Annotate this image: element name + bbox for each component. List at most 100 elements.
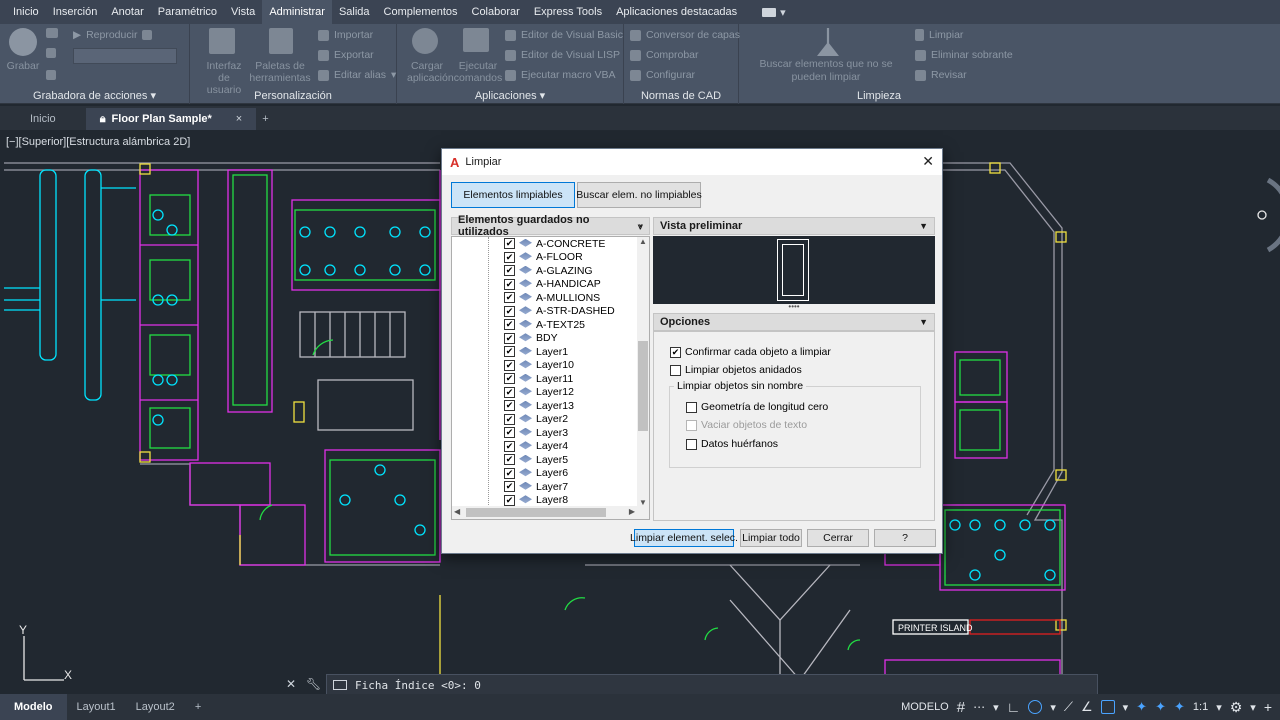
item-checkbox[interactable]: ✔ (504, 332, 515, 344)
layout-tab-layout2[interactable]: Layout2 (135, 701, 175, 713)
scale-dropdown-icon[interactable]: ▾ (1216, 701, 1222, 714)
list-item[interactable]: ✔A-STR-DASHED (504, 305, 615, 319)
list-item[interactable]: ✔Layer4 (504, 440, 568, 454)
options-header[interactable]: Opciones ▼ (653, 313, 935, 331)
saved-items-header[interactable]: Elementos guardados no utilizados ⩔ (451, 214, 650, 238)
item-checkbox[interactable]: ✔ (504, 238, 515, 250)
list-item[interactable]: ✔Layer8 (504, 494, 568, 508)
list-item[interactable]: ✔Layer3 (504, 426, 568, 440)
autoscale-icon[interactable]: ✦ (1173, 699, 1185, 714)
audit-button[interactable]: Revisar (915, 69, 967, 81)
check-standards-button[interactable]: Comprobar (630, 49, 699, 61)
scroll-down-icon[interactable]: ▼ (639, 498, 647, 507)
configure-standards-button[interactable]: Configurar (630, 69, 695, 81)
layer-translator-button[interactable]: Conversor de capas (630, 29, 740, 41)
user-interface-button[interactable]: Interfaz de usuario (202, 28, 242, 96)
layout-tab-model[interactable]: Modelo (0, 694, 67, 720)
item-checkbox[interactable]: ✔ (504, 305, 515, 317)
tab-parametrico[interactable]: Paramétrico (157, 6, 218, 18)
item-checkbox[interactable]: ✔ (504, 292, 515, 304)
list-item[interactable]: ✔Layer1 (504, 345, 568, 359)
scroll-thumb[interactable] (638, 341, 648, 431)
scroll-right-icon[interactable]: ▶ (628, 507, 635, 516)
list-item[interactable]: ✔A-TEXT25 (504, 318, 585, 332)
chevron-down-icon[interactable]: ▼ (919, 317, 928, 327)
item-checkbox[interactable]: ✔ (504, 481, 515, 493)
unused-items-tree[interactable]: ✔A-CONCRETE ✔A-FLOOR ✔A-GLAZING ✔A-HANDI… (451, 236, 650, 520)
item-checkbox[interactable]: ✔ (504, 359, 515, 371)
list-item[interactable]: ✔Layer11 (504, 372, 573, 386)
confirm-checkbox[interactable]: ✔ (670, 346, 681, 358)
list-item[interactable]: ✔Layer10 (504, 359, 574, 373)
collapse-icon[interactable]: ⩔ (637, 220, 643, 231)
run-vba-button[interactable]: Ejecutar macro VBA (505, 69, 616, 81)
help-button[interactable]: ? (874, 529, 936, 547)
play-button[interactable]: ▶Reproducir (73, 29, 153, 41)
polar-icon[interactable] (1028, 700, 1043, 714)
list-item[interactable]: ✔Layer5 (504, 453, 568, 467)
preview-header[interactable]: Vista preliminar ▼ (653, 217, 935, 235)
list-item[interactable]: ✔A-GLAZING (504, 264, 593, 278)
ortho-icon[interactable]: ∟ (1006, 699, 1021, 715)
model-space-button[interactable]: MODELO (901, 701, 949, 713)
list-item[interactable]: ✔BDY (504, 332, 558, 346)
item-checkbox[interactable]: ✔ (504, 373, 515, 385)
zero-length-option[interactable]: Geometría de longitud cero (686, 401, 828, 413)
grid-icon[interactable]: # (956, 698, 966, 716)
new-tab-button[interactable]: + (262, 113, 269, 125)
item-checkbox[interactable]: ✔ (504, 319, 515, 331)
tab-anotar[interactable]: Anotar (111, 6, 144, 18)
panel-title-action-recorder[interactable]: Grabadora de acciones ▾ (33, 90, 156, 102)
tab-express-tools[interactable]: Express Tools (533, 6, 603, 18)
item-checkbox[interactable]: ✔ (504, 265, 515, 277)
list-item[interactable]: ✔Layer2 (504, 413, 568, 427)
list-item[interactable]: ✔A-HANDICAP (504, 278, 601, 292)
tab-insercion[interactable]: Inserción (52, 6, 98, 18)
overkill-button[interactable]: Eliminar sobrante (915, 49, 1013, 61)
item-checkbox[interactable]: ✔ (504, 251, 515, 263)
item-checkbox[interactable]: ✔ (504, 413, 515, 425)
orphan-checkbox[interactable] (686, 438, 697, 450)
tab-purgeable-items[interactable]: Elementos limpiables (451, 182, 575, 208)
workspace-dropdown-icon[interactable]: ▾ (1250, 701, 1256, 714)
item-checkbox[interactable]: ✔ (504, 440, 515, 452)
osnap-dropdown-icon[interactable]: ▾ (1122, 701, 1129, 714)
annotation-icon[interactable]: ✦ (1136, 699, 1148, 714)
tab-administrar[interactable]: Administrar (262, 0, 332, 24)
annotation-scale[interactable]: 1:1 (1192, 701, 1209, 713)
macro-dropdown[interactable] (73, 48, 177, 64)
layout-tab-layout1[interactable]: Layout1 (76, 701, 116, 713)
list-item[interactable]: ✔Layer7 (504, 480, 568, 494)
isodraft-icon[interactable]: ⟋ (1063, 699, 1073, 714)
tab-vista[interactable]: Vista (231, 6, 256, 18)
add-layout-button[interactable]: + (194, 701, 202, 713)
list-item[interactable]: ✔Layer12 (504, 386, 574, 400)
list-item[interactable]: ✔A-FLOOR (504, 251, 583, 265)
list-item[interactable]: ✔A-CONCRETE (504, 237, 605, 251)
doc-tab-floor-plan[interactable]: 🔒︎ Floor Plan Sample* × (85, 108, 257, 130)
import-button[interactable]: Importar (318, 29, 373, 41)
dialog-title-bar[interactable]: A Limpiar (442, 149, 942, 175)
snap-icon[interactable]: ⋯ (973, 700, 986, 714)
record-button[interactable]: Grabar (6, 28, 40, 72)
splitter-handle[interactable]: •••• (788, 302, 800, 311)
doc-tab-home[interactable]: Inicio (30, 113, 56, 125)
osnap-track-icon[interactable]: ∠ (1080, 699, 1093, 714)
load-application-button[interactable]: Cargar aplicación (407, 28, 454, 84)
plus-icon[interactable]: + (1263, 699, 1272, 715)
ribbon-options-button[interactable]: ▾ (762, 6, 786, 19)
scroll-left-icon[interactable]: ◀ (454, 507, 461, 516)
panel-title-applications[interactable]: Aplicaciones ▾ (474, 90, 546, 102)
item-checkbox[interactable]: ✔ (504, 400, 515, 412)
purge-button[interactable]: Limpiar (915, 29, 963, 41)
tab-complementos[interactable]: Complementos (383, 6, 458, 18)
item-checkbox[interactable]: ✔ (504, 467, 515, 479)
scroll-up-icon[interactable]: ▲ (639, 237, 647, 246)
list-item[interactable]: ✔A-MULLIONS (504, 291, 600, 305)
chevron-down-icon[interactable]: ▼ (919, 221, 928, 231)
viewport-controls[interactable]: [−][Superior][Estructura alámbrica 2D] (6, 136, 191, 148)
close-cmd-icon[interactable]: ✕ (286, 677, 297, 691)
annotation-visibility-icon[interactable]: ✦ (1155, 699, 1166, 714)
item-checkbox[interactable]: ✔ (504, 454, 515, 466)
vertical-scrollbar[interactable]: ▲ ▼ (637, 237, 649, 507)
